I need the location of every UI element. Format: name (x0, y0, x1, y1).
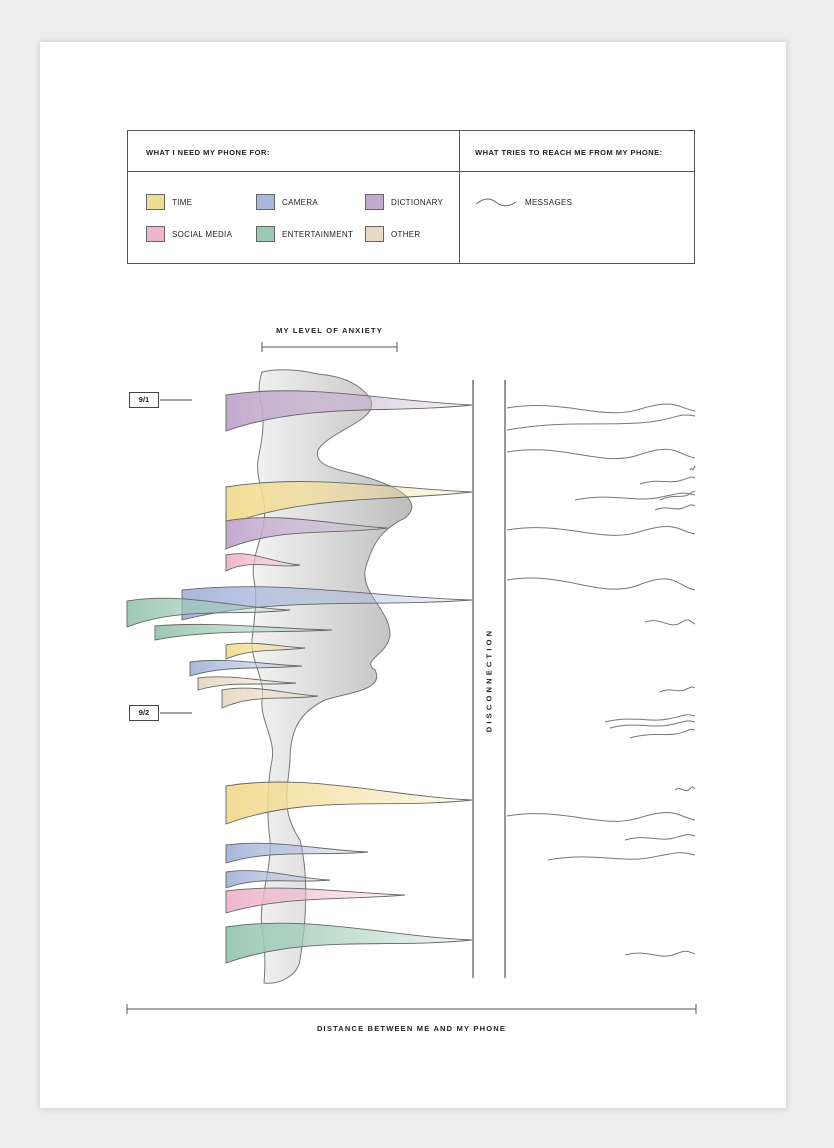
message-wave (604, 714, 696, 723)
legend-item-entertainment: ENTERTAINMENT (256, 226, 353, 242)
social-media-swatch (146, 226, 165, 242)
legend-label-camera: CAMERA (282, 197, 319, 207)
message-wave (674, 786, 696, 792)
legend-label-dictionary: DICTIONARY (391, 197, 444, 207)
date-tag: 9/2 (129, 705, 159, 721)
message-wave (547, 852, 696, 861)
disconnection-label: DISCONNECTION (484, 627, 494, 733)
ribbon-time (225, 642, 306, 660)
anxiety-label: MY LEVEL OF ANXIETY (276, 326, 383, 335)
legend-item-messages: MESSAGES (475, 195, 572, 209)
legend-item-dictionary: DICTIONARY (365, 194, 443, 210)
message-wave (506, 811, 696, 822)
message-wave (639, 476, 696, 485)
poster (40, 42, 786, 1108)
ribbon-other (221, 687, 319, 709)
legend-item-social-media: SOCIAL MEDIA (146, 226, 232, 242)
reach-title: WHAT TRIES TO REACH ME FROM MY PHONE: (475, 148, 663, 157)
ribbon-entertainment (225, 922, 473, 964)
distance-scale (126, 1004, 697, 1014)
ribbon-other (197, 676, 297, 691)
legend-label-other: OTHER (391, 229, 421, 239)
message-wave (689, 466, 696, 471)
message-wave (609, 720, 696, 729)
dictionary-swatch (365, 194, 384, 210)
camera-swatch (256, 194, 275, 210)
needs-title: WHAT I NEED MY PHONE FOR: (146, 148, 270, 157)
message-wave (654, 504, 696, 511)
ribbon-time (225, 781, 473, 825)
message-wave (506, 403, 696, 414)
anxiety-scale (261, 342, 398, 352)
legend-label-entertainment: ENTERTAINMENT (282, 229, 354, 239)
legend-box: WHAT I NEED MY PHONE FOR: WHAT TRIES TO … (127, 130, 695, 264)
legend-item-time: TIME (146, 194, 192, 210)
message-wave (659, 491, 696, 501)
message-group (506, 403, 696, 957)
ribbon-entertainment (154, 623, 333, 641)
message-wave (506, 525, 696, 536)
legend-label-messages: MESSAGES (525, 197, 573, 207)
ribbon-camera (189, 659, 303, 677)
date-tag: 9/1 (129, 392, 159, 408)
distance-label: DISTANCE BETWEEN ME AND MY PHONE (316, 1024, 507, 1033)
entertainment-swatch (256, 226, 275, 242)
message-wave (624, 950, 696, 957)
ribbon-group (126, 390, 473, 964)
ribbon-time (225, 481, 473, 526)
legend-divider-horizontal (128, 171, 694, 172)
legend-label-time: TIME (172, 197, 193, 207)
ribbon-social-media (225, 887, 406, 914)
message-wave (506, 414, 696, 431)
message-wave (659, 686, 696, 693)
message-wave (506, 577, 696, 591)
message-wave (644, 619, 696, 626)
message-wave (624, 833, 696, 841)
legend-divider-vertical (459, 131, 460, 263)
legend-item-other: OTHER (365, 226, 421, 242)
message-wave (506, 448, 696, 460)
other-swatch (365, 226, 384, 242)
message-wave (574, 492, 696, 501)
ribbon-camera (225, 870, 331, 889)
legend-item-camera: CAMERA (256, 194, 318, 210)
ribbon-camera (225, 842, 369, 864)
ribbon-social-media (225, 553, 301, 572)
legend-label-social-media: SOCIAL MEDIA (172, 229, 233, 239)
time-swatch (146, 194, 165, 210)
message-wave (629, 728, 696, 739)
message-wave-icon (475, 198, 517, 207)
ribbon-dictionary (225, 390, 473, 432)
ribbon-dictionary (225, 517, 389, 550)
ribbon-entertainment (126, 597, 291, 628)
